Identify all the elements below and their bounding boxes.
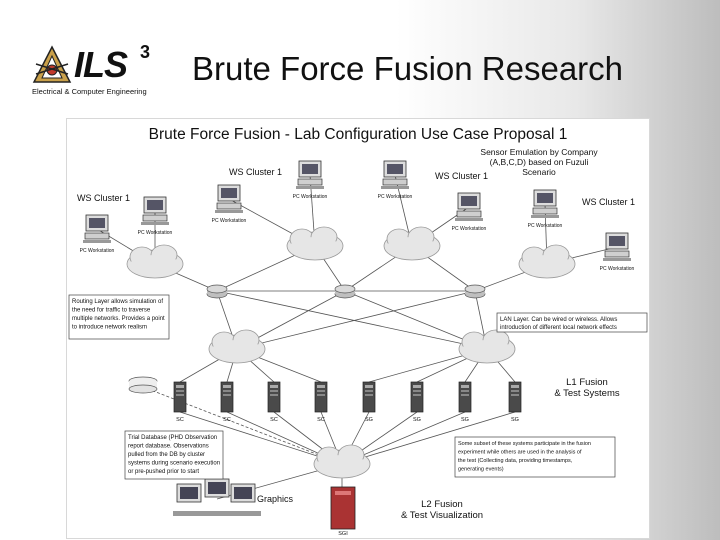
routing-note-line-3: multiple networks. Provides a point — [72, 316, 165, 322]
graphics-desk — [173, 511, 261, 516]
network-cloud-icon — [287, 227, 343, 260]
server-icon — [268, 382, 280, 412]
sensor-note-line-1: Sensor Emulation by Company — [480, 147, 598, 157]
server-label-5: SG — [365, 417, 373, 423]
l1-fusion-label-line-1: L1 Fusion — [566, 377, 608, 388]
graphics-monitor-screen — [180, 487, 198, 499]
ws-cluster-label-1: WS Cluster 1 — [77, 193, 130, 203]
network-cloud-icon — [519, 245, 575, 278]
network-cloud-icon — [314, 445, 370, 478]
workstation-icon — [455, 193, 483, 221]
logo-name: ILS — [74, 44, 127, 86]
link — [237, 291, 475, 349]
diagram-title: Brute Force Fusion - Lab Configuration U… — [149, 126, 568, 143]
l1-fusion-label-line-2: & Test Systems — [554, 388, 620, 399]
server-icon — [174, 382, 186, 412]
network-cloud-icon — [459, 330, 515, 363]
workstation-icon — [531, 190, 559, 218]
trial-note-line-3: pulled from the DB by cluster — [128, 452, 205, 458]
router-icon — [465, 285, 485, 298]
l2-fusion-label-line-1: L2 Fusion — [421, 499, 463, 510]
trial-note-line-5: or pre-pushed prior to start — [128, 469, 199, 475]
server-icon — [459, 382, 471, 412]
lan-note-line-2: introduction of different local network … — [500, 325, 617, 331]
server-icon — [315, 382, 327, 412]
server-label-4: SC — [317, 417, 325, 423]
workstation-label-4: PC Workstation — [293, 194, 328, 200]
workstation-icon — [296, 161, 324, 189]
workstation-icon — [215, 185, 243, 213]
l2-fusion-label-line-2: & Test Visualization — [401, 510, 483, 521]
server-icon — [221, 382, 233, 412]
logo-superscript: 3 — [140, 42, 150, 63]
routing-note-line-2: the need for traffic to traverse — [72, 308, 151, 314]
diagram-canvas: Brute Force Fusion - Lab Configuration U… — [67, 119, 649, 538]
workstation-icon — [603, 233, 631, 261]
server-label-7: SG — [461, 417, 469, 423]
sensor-note-line-3: Scenario — [522, 167, 556, 177]
subset-note-line-2: experiment while others are used in the … — [458, 450, 582, 456]
server-label-6: SG — [413, 417, 421, 423]
server-icon — [509, 382, 521, 412]
sgi-label: SGI — [338, 531, 348, 537]
slide-title: Brute Force Fusion Research — [192, 50, 623, 88]
ws-cluster-label-3: WS Cluster 1 — [435, 171, 488, 181]
logo-subtitle: Electrical & Computer Engineering — [32, 87, 147, 96]
network-cloud-icon — [209, 330, 265, 363]
workstation-icon — [141, 197, 169, 225]
workstation-icon — [83, 215, 111, 243]
workstation-label-7: PC Workstation — [528, 223, 563, 229]
router-icon — [335, 285, 355, 298]
routing-note-line-1: Routing Layer allows simulation of — [72, 299, 163, 305]
workstation-label-8: PC Workstation — [600, 266, 635, 272]
trial-note-line-1: Trial Database (PHD Observation — [128, 435, 217, 441]
workstation-icon — [381, 161, 409, 189]
subset-note-line-3: the test (Collecting data, providing tim… — [458, 458, 573, 464]
trial-note-line-4: systems during scenario execution — [128, 461, 220, 467]
router-icon — [207, 285, 227, 298]
workstation-label-1: PC Workstation — [80, 248, 115, 254]
graphics-monitor-screen — [234, 487, 252, 499]
network-cloud-icon — [127, 245, 183, 278]
workstation-label-3: PC Workstation — [212, 218, 247, 224]
server-label-2: SC — [223, 417, 231, 423]
server-label-8: SG — [511, 417, 519, 423]
subset-note-line-4: generating events) — [458, 467, 504, 473]
lab-configuration-diagram: Brute Force Fusion - Lab Configuration U… — [66, 118, 650, 539]
network-cloud-icon — [384, 227, 440, 260]
graphics-label: Graphics — [257, 494, 294, 504]
lan-note-line-1: LAN Layer. Can be wired or wireless. All… — [500, 317, 617, 323]
ws-cluster-label-2: WS Cluster 1 — [229, 167, 282, 177]
workstation-label-2: PC Workstation — [138, 230, 173, 236]
workstation-label-6: PC Workstation — [452, 226, 487, 232]
graphics-monitor-screen — [208, 482, 226, 494]
trial-note-line-2: report database. Observations — [128, 444, 209, 450]
server-label-3: SC — [270, 417, 278, 423]
workstation-label-5: PC Workstation — [378, 194, 413, 200]
server-icon — [363, 382, 375, 412]
ils-emblem-icon — [30, 44, 74, 88]
sensor-note-line-2: (A,B,C,D) based on Fuzuli — [490, 157, 589, 167]
subset-note-line-1: Some subset of these systems participate… — [458, 441, 591, 447]
server-label-1: SC — [176, 417, 184, 423]
database-base — [129, 385, 157, 393]
ws-cluster-label-4: WS Cluster 1 — [582, 197, 635, 207]
sgi-server-panel — [335, 491, 351, 495]
ils-logo: ILS 3 Electrical & Computer Engineering — [28, 40, 168, 100]
server-icon — [411, 382, 423, 412]
routing-note-line-4: to introduce network realism — [72, 325, 147, 331]
